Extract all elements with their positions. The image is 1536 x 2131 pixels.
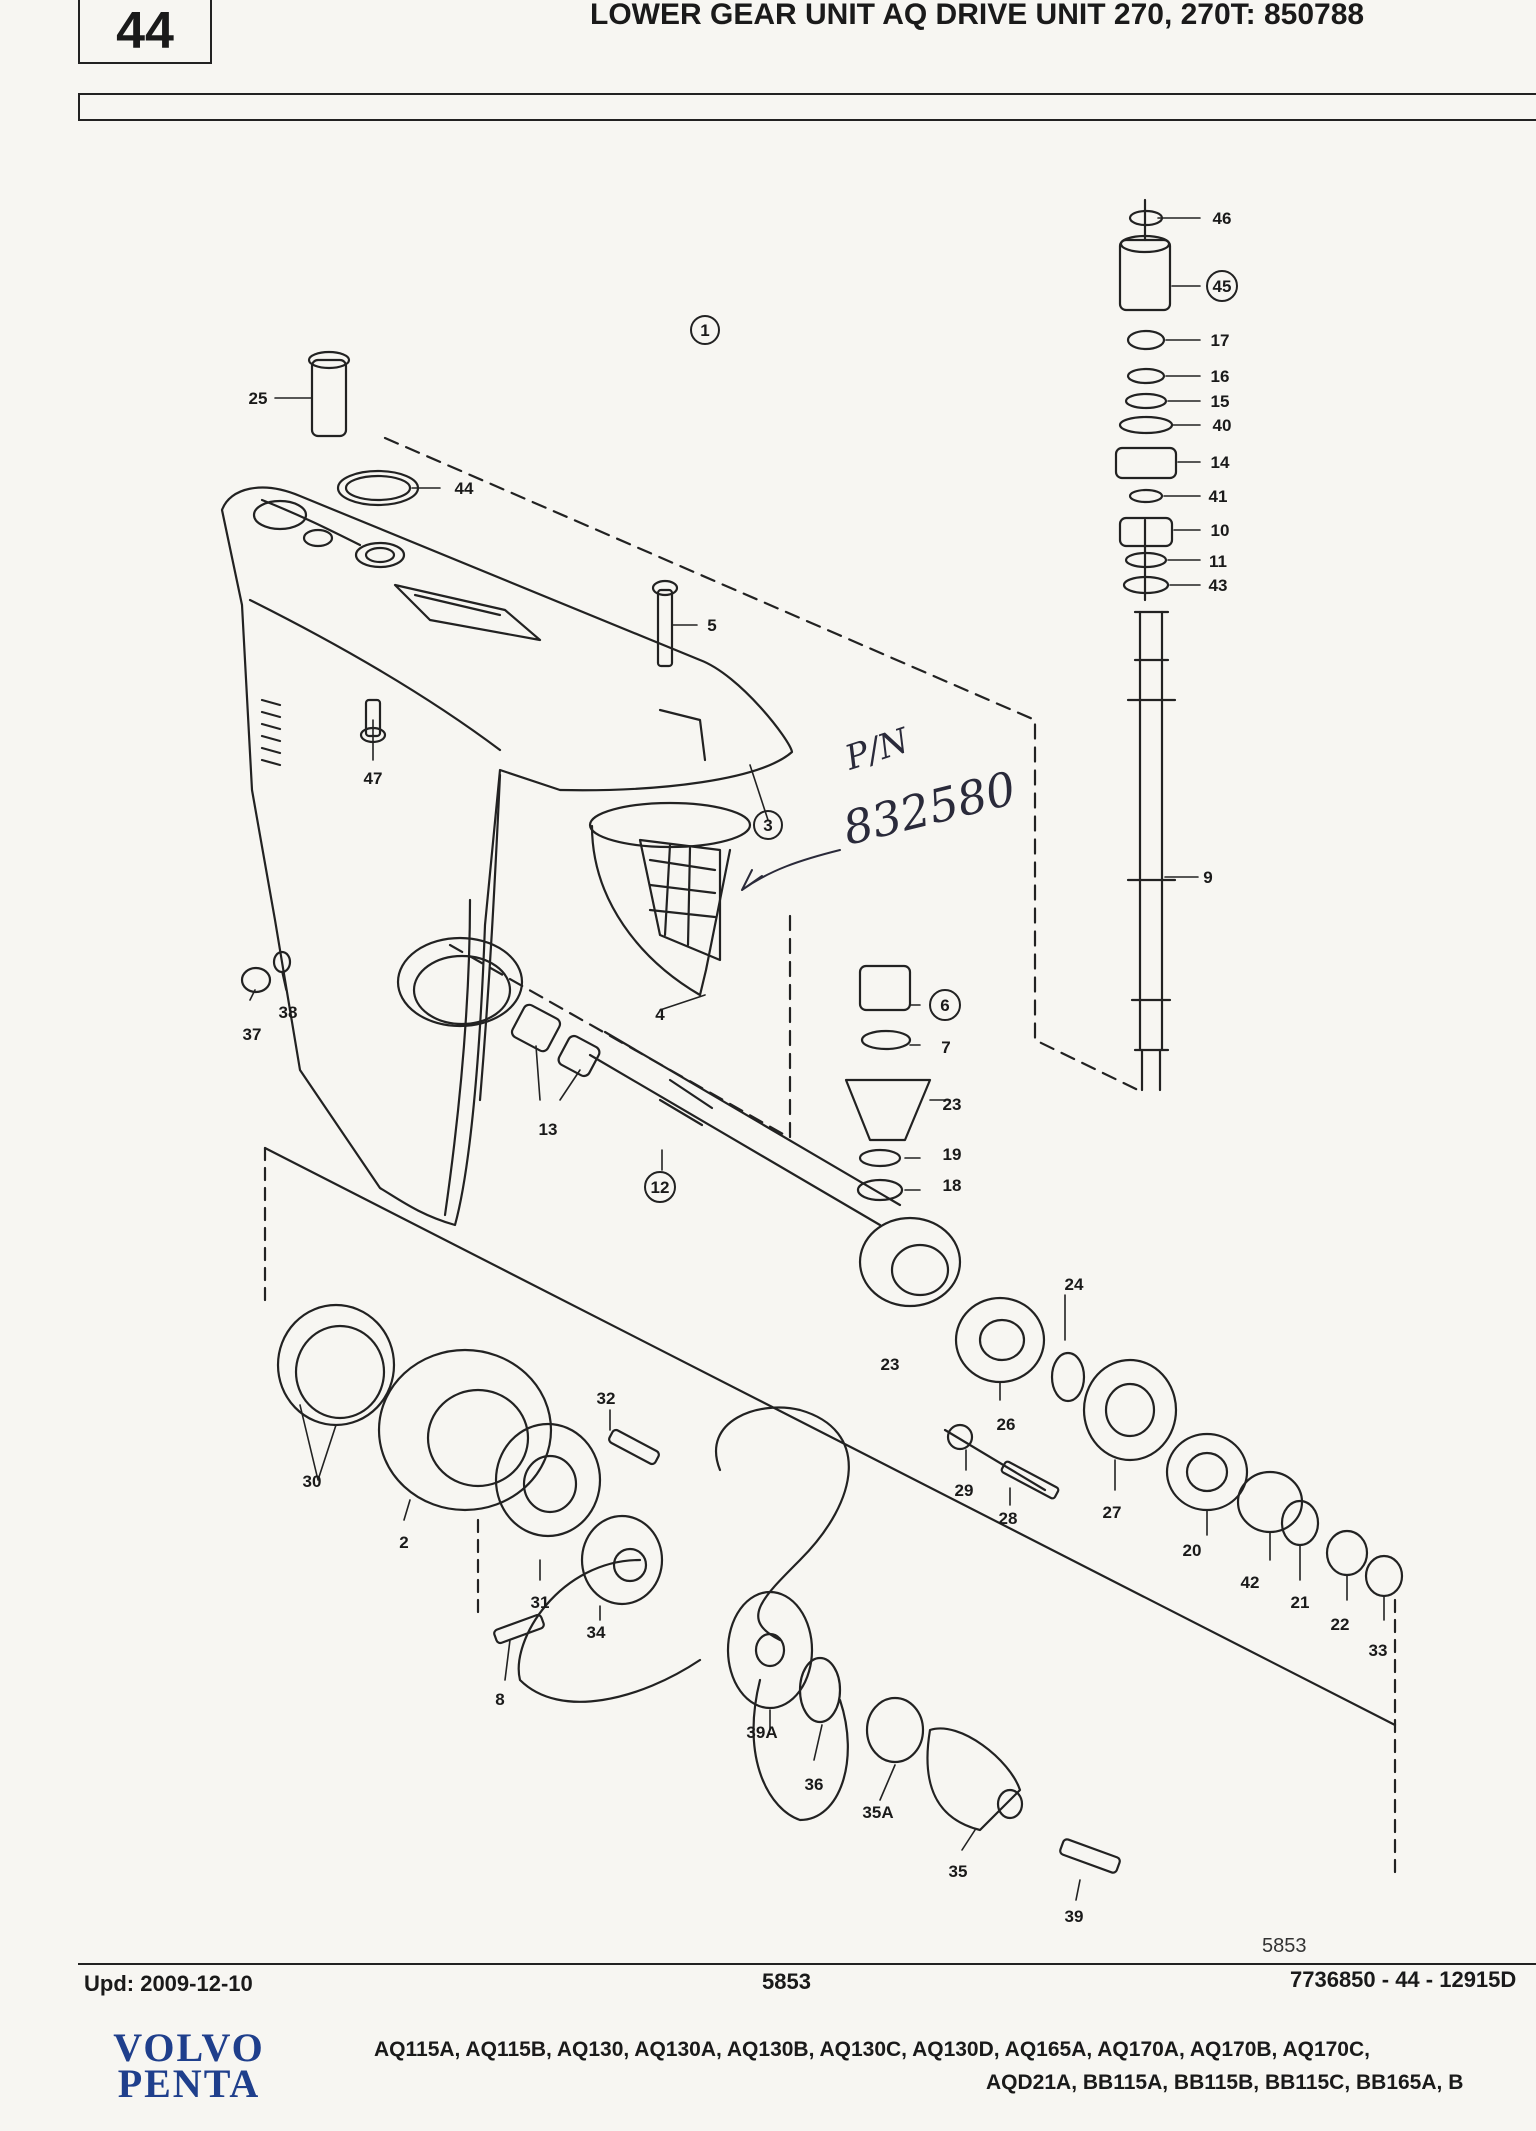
callout-31: 31 — [531, 1593, 550, 1612]
callout-35a: 35A — [862, 1803, 893, 1822]
model-list: AQ115A, AQ115B, AQ130, AQ130A, AQ130B, A… — [374, 2033, 1536, 2103]
vertical-shaft — [1126, 198, 1177, 1092]
callout-45: 45 — [1213, 277, 1232, 296]
logo-line-penta: PENTA — [117, 2061, 261, 2106]
updated-date: Upd: 2009-12-10 — [84, 1971, 253, 1996]
callout-41: 41 — [1209, 487, 1228, 506]
model-list-line-1: AQ115A, AQ115B, AQ130, AQ130A, AQ130B, A… — [374, 2038, 1370, 2061]
callout-42: 42 — [1241, 1573, 1260, 1592]
callout-37: 37 — [243, 1025, 262, 1044]
page-number-box: 44 — [78, 0, 212, 64]
callout-40: 40 — [1213, 416, 1232, 435]
callout-36: 36 — [805, 1775, 824, 1794]
header-bar — [78, 93, 1536, 121]
callout-21: 21 — [1291, 1593, 1310, 1612]
callout-17: 17 — [1211, 331, 1230, 350]
callout-46: 46 — [1213, 209, 1232, 228]
gear-housing — [220, 436, 1140, 1227]
page-title: LOWER GEAR UNIT AQ DRIVE UNIT 270, 270T:… — [590, 0, 1365, 30]
callout-30: 30 — [303, 1472, 322, 1491]
callout-4: 4 — [655, 1005, 665, 1024]
callout-2: 2 — [399, 1533, 408, 1552]
callout-43: 43 — [1209, 576, 1228, 595]
volvo-penta-logo: VOLVO PENTA — [84, 2025, 294, 2106]
callout-22: 22 — [1331, 1615, 1350, 1634]
footer-divider — [78, 1963, 1536, 1965]
callout-39a: 39A — [746, 1723, 777, 1742]
handwritten-note-number: 832580 — [838, 761, 1021, 856]
diagram-number: 5853 — [1262, 1935, 1307, 1957]
callout-7: 7 — [941, 1038, 950, 1057]
callout-33: 33 — [1369, 1641, 1388, 1660]
rear-cover-assembly — [263, 1146, 1397, 1878]
callout-16: 16 — [1211, 367, 1230, 386]
callout-23a: 23 — [943, 1095, 962, 1114]
callout-39: 39 — [1065, 1907, 1084, 1926]
leader-lines — [249, 217, 1385, 1901]
callout-13: 13 — [539, 1120, 558, 1139]
callout-44: 44 — [455, 479, 474, 498]
callout-12: 12 — [651, 1178, 670, 1197]
callout-3: 3 — [763, 816, 772, 835]
bearing-housing — [943, 1296, 1404, 1598]
callout-1: 1 — [700, 321, 709, 340]
callout-27: 27 — [1103, 1503, 1122, 1522]
callout-8: 8 — [495, 1690, 504, 1709]
callout-29: 29 — [955, 1481, 974, 1500]
callout-6: 6 — [940, 996, 949, 1015]
callout-35: 35 — [949, 1862, 968, 1881]
water-intake-cap — [588, 518, 1147, 997]
callout-28: 28 — [999, 1509, 1018, 1528]
callout-19: 19 — [943, 1145, 962, 1164]
propeller-shaft — [510, 964, 962, 1308]
propeller — [240, 950, 1121, 1874]
callout-10: 10 — [1211, 521, 1230, 540]
callout-38: 38 — [279, 1003, 298, 1022]
handwritten-note-pn: P/N — [839, 720, 914, 779]
callout-47: 47 — [364, 769, 383, 788]
handwritten-arrow — [741, 849, 841, 891]
callout-34: 34 — [587, 1623, 606, 1642]
callout-26: 26 — [997, 1415, 1016, 1434]
callout-23b: 23 — [881, 1355, 900, 1374]
callout-24: 24 — [1065, 1275, 1084, 1294]
callout-32: 32 — [597, 1389, 616, 1408]
callout-18: 18 — [943, 1176, 962, 1195]
callout-20: 20 — [1183, 1541, 1202, 1560]
callout-14: 14 — [1211, 453, 1230, 472]
callout-15: 15 — [1211, 392, 1230, 411]
document-number: 5853 — [762, 1969, 811, 1994]
page-number: 44 — [116, 2, 174, 60]
callout-9: 9 — [1203, 868, 1212, 887]
logo-line-volvo: VOLVO — [113, 2025, 265, 2070]
callout-25: 25 — [249, 389, 268, 408]
callout-5: 5 — [707, 616, 716, 635]
model-list-line-2: AQD21A, BB115A, BB115B, BB115C, BB165A, … — [986, 2071, 1464, 2094]
reference-number: 7736850 - 44 - 12915D — [1290, 1967, 1517, 1992]
callout-11: 11 — [1209, 552, 1227, 571]
